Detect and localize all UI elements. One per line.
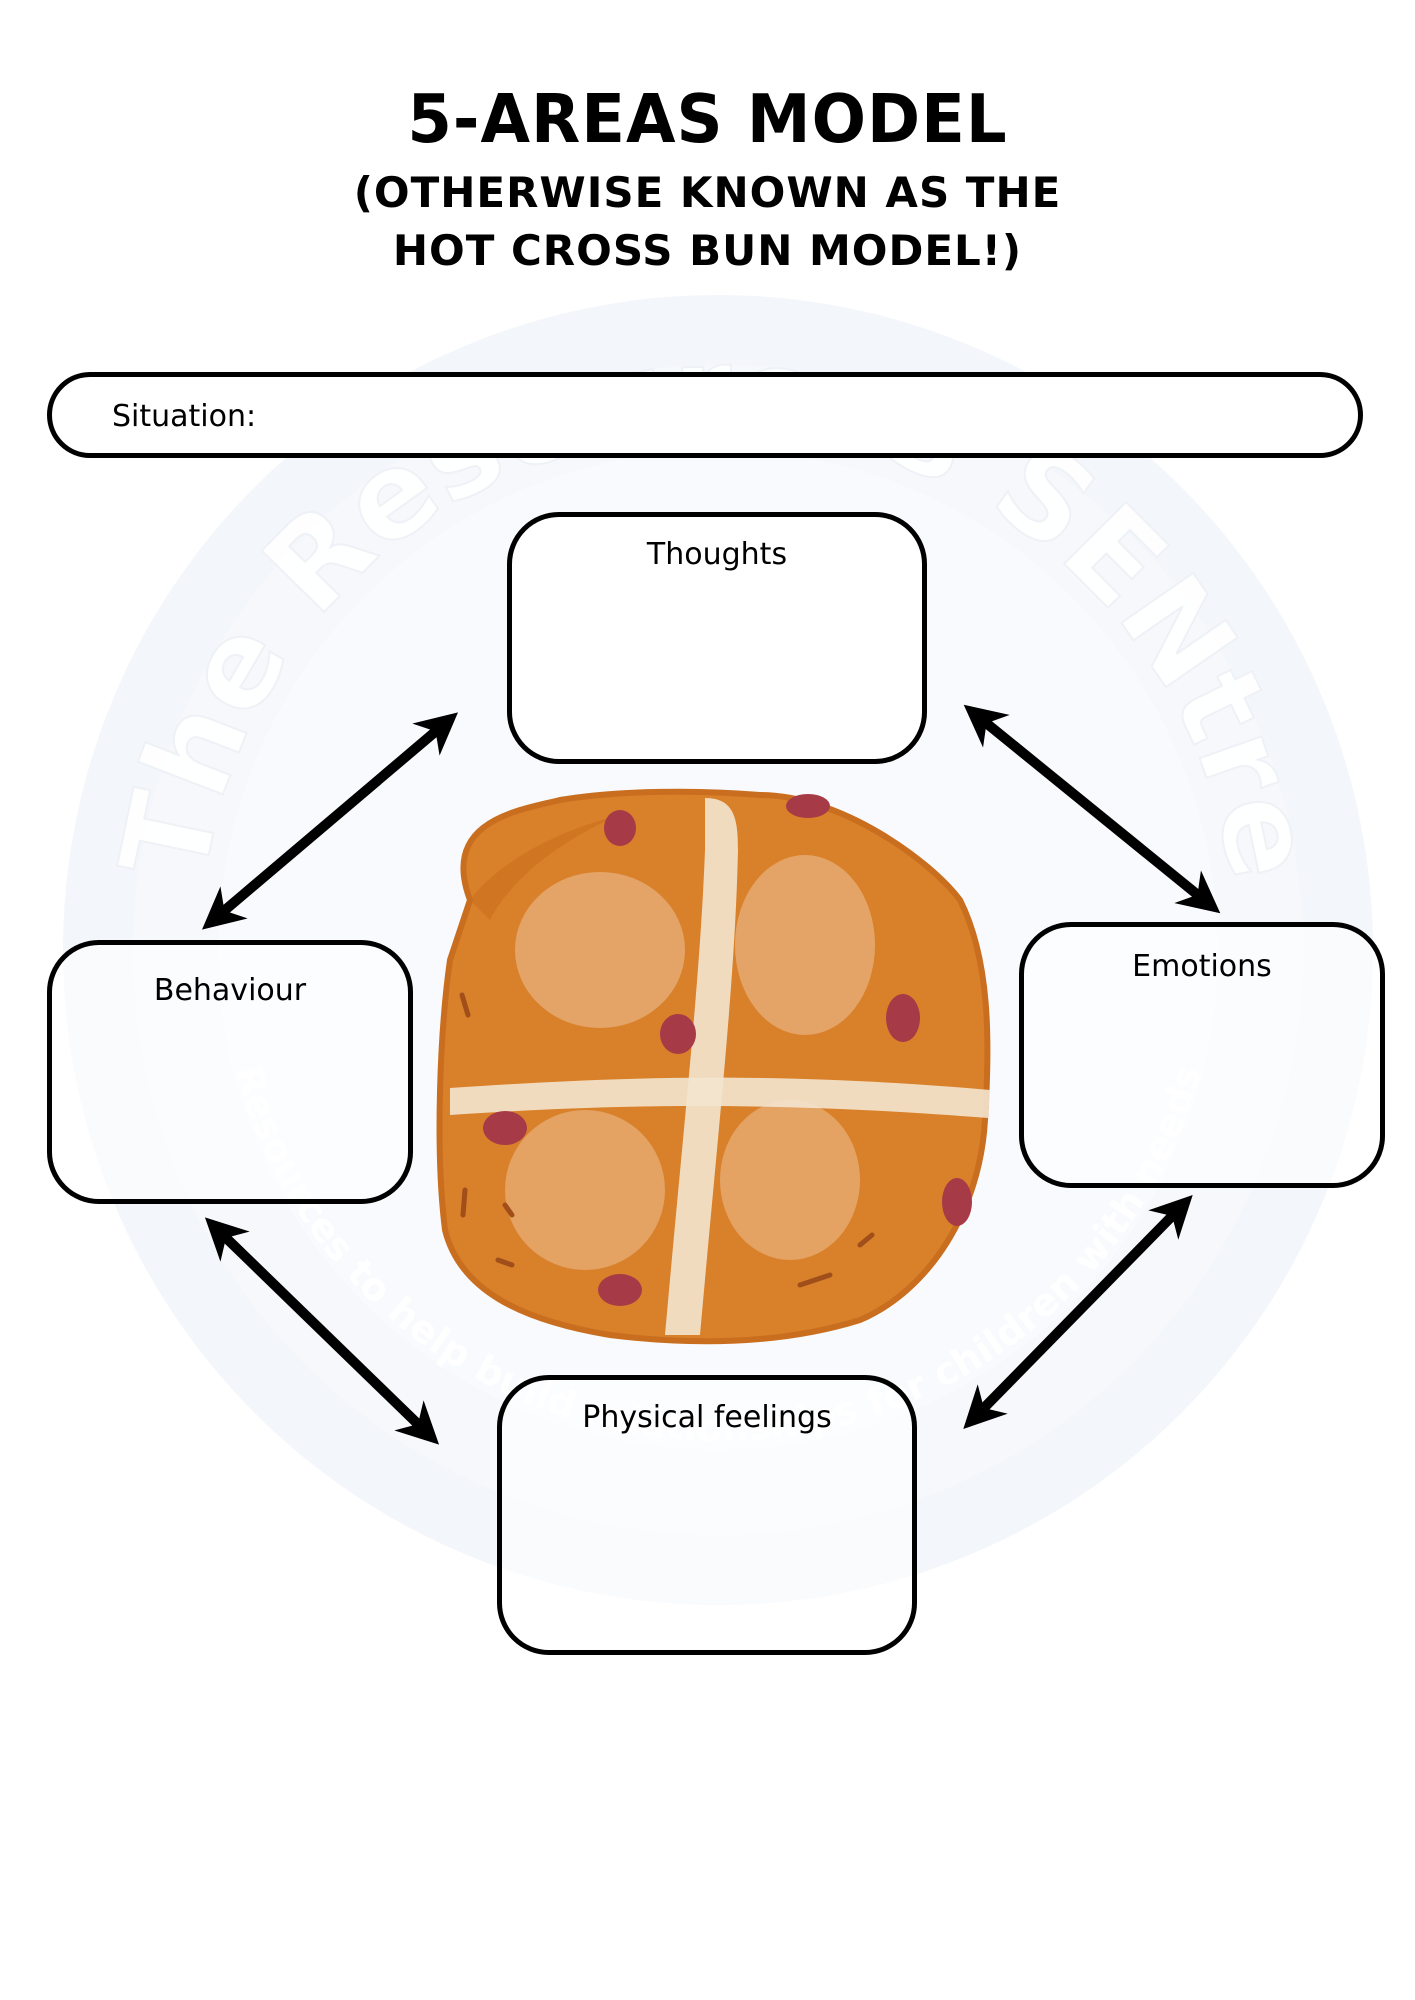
thoughts-label: Thoughts [646, 537, 788, 572]
double-arrow-icon [963, 1195, 1193, 1429]
double-arrow-icon [963, 704, 1221, 914]
page-subtitle-line-1: (OTHERWISE KNOWN AS THE [353, 168, 1062, 217]
behaviour-label: Behaviour [153, 973, 307, 1008]
emotions-label: Emotions [1132, 949, 1272, 984]
emotions-box[interactable]: Emotions [1019, 922, 1385, 1188]
hot-cross-bun-icon [436, 788, 991, 1345]
page-subtitle-line-2: HOT CROSS BUN MODEL!) [392, 226, 1023, 275]
behaviour-box[interactable]: Behaviour [47, 940, 413, 1204]
thoughts-box[interactable]: Thoughts [507, 512, 927, 764]
physical-feelings-label: Physical feelings [582, 1400, 832, 1435]
page-title: 5-AREAS MODEL [407, 81, 1008, 159]
physical-feelings-box[interactable]: Physical feelings [497, 1375, 917, 1655]
double-arrow-icon [204, 1217, 440, 1445]
situation-label: Situation: [112, 399, 257, 434]
double-arrow-icon [201, 712, 459, 930]
situation-field[interactable]: Situation: [47, 372, 1363, 458]
